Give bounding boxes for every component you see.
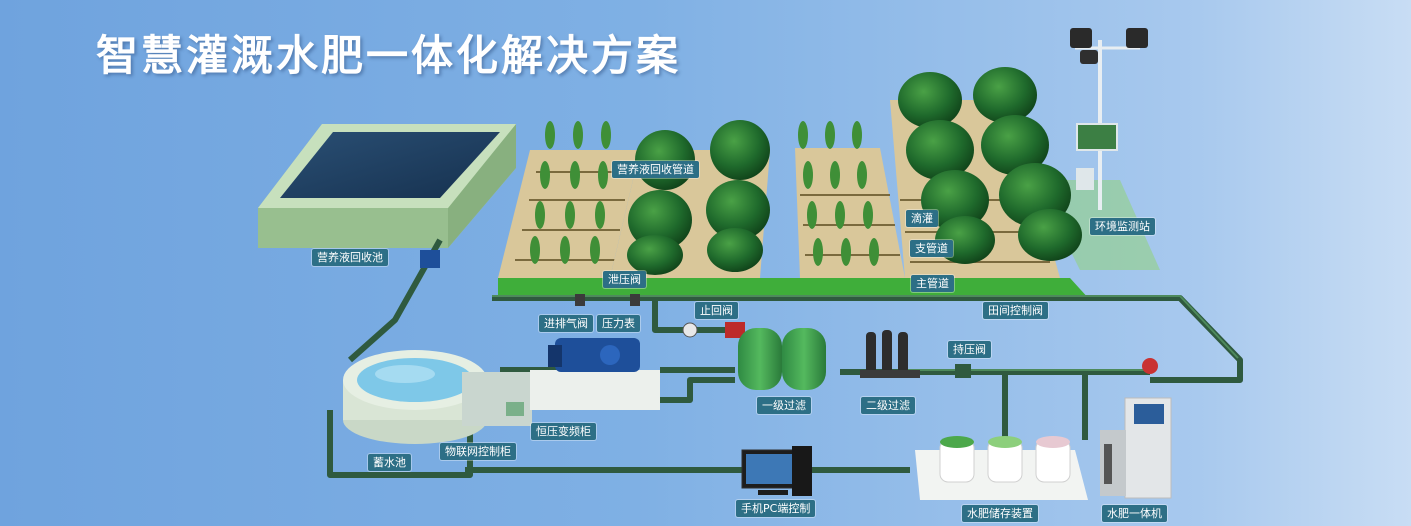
label-primary-filter: 一级过滤	[757, 397, 811, 414]
label-nutrient-recovery-pool: 营养液回收池	[312, 249, 388, 266]
secondary-filter	[860, 330, 920, 378]
nutrient-recovery-pool	[258, 124, 516, 248]
label-nutrient-recovery-pipe: 营养液回收管道	[612, 161, 699, 178]
label-environment-station: 环境监测站	[1090, 218, 1155, 235]
label-iot-cabinet: 物联网控制柜	[440, 443, 516, 460]
label-air-valve: 进排气阀	[539, 315, 593, 332]
label-check-valve: 止回阀	[695, 302, 738, 319]
label-pressure-hold-valve: 持压阀	[948, 341, 991, 358]
label-field-control-valve: 田间控制阀	[983, 302, 1048, 319]
primary-filter	[738, 328, 826, 390]
iot-cabinet	[462, 372, 532, 426]
page-title: 智慧灌溉水肥一体化解决方案	[96, 22, 681, 83]
label-fertilizer-storage: 水肥储存装置	[962, 505, 1038, 522]
label-branch-pipe: 支管道	[910, 240, 953, 257]
label-pressure-gauge: 压力表	[597, 315, 640, 332]
pc-terminal	[742, 446, 812, 496]
label-fertigation-machine: 水肥一体机	[1102, 505, 1167, 522]
label-pc-control: 手机PC端控制	[736, 500, 815, 517]
label-relief-valve: 泄压阀	[603, 271, 646, 288]
label-secondary-filter: 二级过滤	[861, 397, 915, 414]
label-vfd-cabinet: 恒压变频柜	[531, 423, 596, 440]
label-main-pipe: 主管道	[911, 275, 954, 292]
fertigation-machine	[1100, 398, 1171, 498]
fertilizer-storage	[915, 436, 1088, 500]
label-reservoir: 蓄水池	[368, 454, 411, 471]
label-drip: 滴灌	[906, 210, 938, 227]
